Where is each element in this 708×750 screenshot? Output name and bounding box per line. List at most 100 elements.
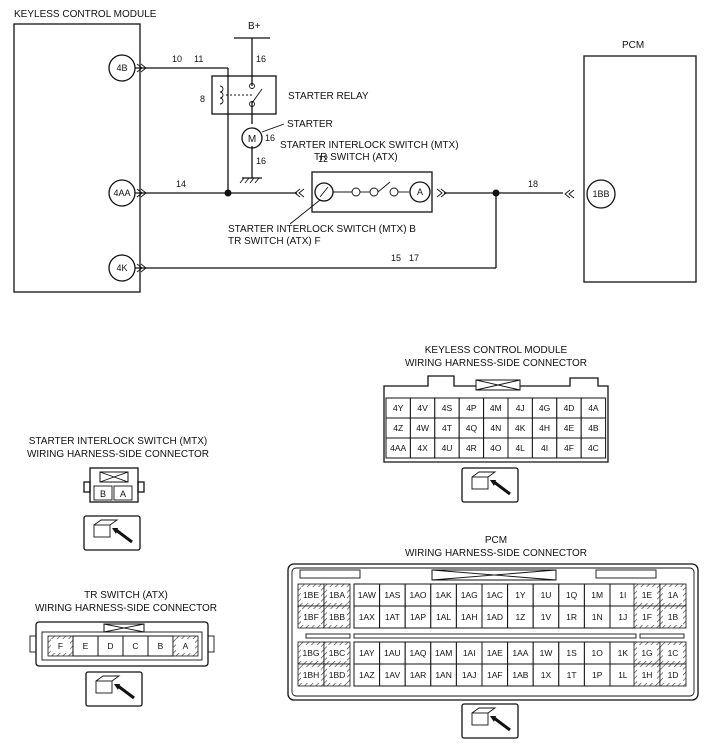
pcm-pin: 1T	[558, 663, 585, 687]
svg-text:1AU: 1AU	[384, 648, 401, 658]
pcm-pin: 1V	[532, 605, 560, 629]
kcm-conn-title-2: WIRING HARNESS-SIDE CONNECTOR	[405, 358, 587, 369]
pin-4aa: 4AA	[108, 179, 136, 207]
svg-text:1X: 1X	[541, 670, 552, 680]
pcm-view-icon	[461, 703, 519, 739]
svg-text:4G: 4G	[539, 403, 550, 413]
kcm-pin: 4AA	[385, 437, 411, 459]
pin-1bb: 1BB	[586, 179, 616, 209]
starter-relay-label: STARTER RELAY	[288, 91, 369, 102]
pcm-pin: 1X	[532, 663, 560, 687]
svg-text:4J: 4J	[516, 403, 525, 413]
svg-text:1AN: 1AN	[435, 670, 452, 680]
svg-text:1AQ: 1AQ	[409, 648, 426, 658]
kcm-pin: 4T	[434, 417, 460, 439]
tr-conn-title-2: WIRING HARNESS-SIDE CONNECTOR	[35, 603, 217, 614]
svg-text:1S: 1S	[566, 648, 577, 658]
interlock-switch: A	[311, 171, 433, 213]
svg-text:D: D	[107, 641, 113, 651]
pcm-pin: 1AI	[455, 641, 483, 665]
svg-text:1AR: 1AR	[410, 670, 427, 680]
pcm-pin: 1AP	[404, 605, 432, 629]
svg-text:1AI: 1AI	[463, 648, 476, 658]
svg-text:1D: 1D	[668, 670, 679, 680]
pcm-pin: 1AR	[404, 663, 432, 687]
svg-text:1H: 1H	[642, 670, 653, 680]
pin-4b: 4B	[108, 54, 136, 82]
svg-text:1AO: 1AO	[409, 590, 426, 600]
svg-text:1Y: 1Y	[515, 590, 526, 600]
pcm-pin: 1D	[659, 663, 687, 687]
kcm-module-box	[13, 23, 141, 293]
pcm-pin: 1AJ	[455, 663, 483, 687]
pcm-pin: 1AA	[507, 641, 534, 665]
kcm-connector-body	[383, 375, 609, 463]
svg-text:1BE: 1BE	[303, 590, 319, 600]
svg-text:1L: 1L	[618, 670, 628, 680]
svg-text:1AA: 1AA	[512, 648, 528, 658]
pcm-pin: 1N	[583, 605, 611, 629]
pcm-pin: 1AC	[481, 583, 509, 607]
svg-text:1BH: 1BH	[303, 670, 320, 680]
ground-hatch	[239, 177, 260, 184]
svg-text:1P: 1P	[592, 670, 603, 680]
pcm-pin: 1AE	[481, 641, 509, 665]
sis-connector-body: B A	[83, 467, 145, 503]
pcm-pin: 1AH	[455, 605, 483, 629]
svg-text:1AP: 1AP	[410, 612, 426, 622]
svg-text:1AC: 1AC	[487, 590, 504, 600]
kcm-view-icon	[461, 467, 519, 503]
kcm-pin: 4A	[580, 397, 607, 419]
svg-text:1BB: 1BB	[329, 612, 345, 622]
kcm-pin: 4O	[483, 437, 509, 459]
svg-text:1BD: 1BD	[329, 670, 346, 680]
pcm-pin: 1BE	[297, 583, 325, 607]
kcm-pin: 4Y	[385, 397, 411, 419]
svg-text:4E: 4E	[564, 423, 575, 433]
svg-text:4O: 4O	[490, 443, 502, 453]
pcm-pin: 1F	[633, 605, 661, 629]
kcm-pin: 4F	[556, 437, 582, 459]
svg-text:1R: 1R	[566, 612, 577, 622]
svg-text:4V: 4V	[417, 403, 428, 413]
pcm-pin: 1L	[609, 663, 637, 687]
svg-text:4Z: 4Z	[393, 423, 403, 433]
kcm-pin: 4C	[580, 437, 607, 459]
tr-pin: B	[147, 635, 174, 657]
svg-text:1BA: 1BA	[329, 590, 345, 600]
sis-conn-title-1: STARTER INTERLOCK SWITCH (MTX)	[29, 436, 208, 447]
pcm-pin: 1AW	[353, 583, 381, 607]
svg-text:10: 10	[172, 54, 182, 64]
kcm-pin: 4Q	[458, 417, 485, 439]
pcm-pin: 1W	[532, 641, 560, 665]
svg-text:18: 18	[528, 179, 538, 189]
kcm-pin: 4D	[556, 397, 582, 419]
svg-text:4W: 4W	[416, 423, 429, 433]
pcm-pin: 1AK	[430, 583, 457, 607]
svg-text:4B: 4B	[588, 423, 599, 433]
svg-text:1AG: 1AG	[461, 590, 478, 600]
svg-text:4D: 4D	[564, 403, 575, 413]
svg-text:1AM: 1AM	[435, 648, 452, 658]
sis-pin: B	[100, 489, 106, 499]
svg-text:M: M	[248, 134, 256, 145]
sis-view-icon	[83, 515, 141, 551]
pcm-conn-title-2: WIRING HARNESS-SIDE CONNECTOR	[405, 548, 587, 559]
pcm-conn-title-1: PCM	[485, 535, 507, 546]
svg-text:4A: 4A	[588, 403, 599, 413]
tr-connector-body	[29, 621, 215, 667]
sis-conn-title-2: WIRING HARNESS-SIDE CONNECTOR	[27, 449, 209, 460]
pcm-pin: 1AL	[430, 605, 457, 629]
switch-title-1: STARTER INTERLOCK SWITCH (MTX)	[280, 140, 459, 151]
junction-dot-right	[492, 189, 500, 197]
switch-terminal-b: STARTER INTERLOCK SWITCH (MTX) B	[228, 224, 416, 235]
svg-text:1AY: 1AY	[359, 648, 375, 658]
pcm-pin: 1AZ	[353, 663, 381, 687]
svg-text:16: 16	[256, 156, 266, 166]
svg-text:1O: 1O	[592, 648, 604, 658]
kcm-pin: 4V	[409, 397, 436, 419]
pcm-pin: 1AU	[379, 641, 406, 665]
pin-4k: 4K	[108, 254, 136, 282]
